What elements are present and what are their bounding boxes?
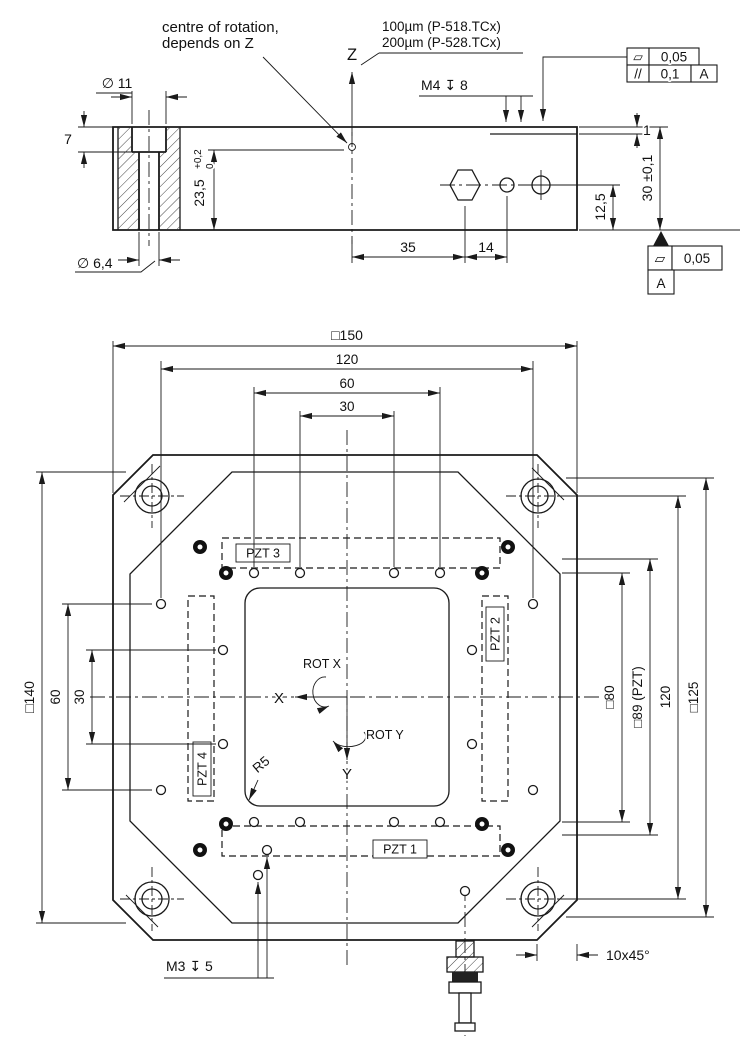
- centre-of-rotation-marker: [348, 143, 356, 151]
- ground-screw-symbol: [527, 170, 555, 200]
- rot-x-label: ROT X: [303, 657, 342, 671]
- r5-label: R5: [250, 753, 273, 776]
- corner-chamfer-lines: [123, 465, 565, 928]
- dim-text-14: 14: [478, 239, 494, 255]
- side-centrelines: [148, 110, 566, 246]
- centre-note-line1: centre of rotation,: [162, 19, 279, 36]
- dim-125: □125: [686, 682, 701, 713]
- dim-top-gap: 1: [579, 113, 668, 148]
- dim-through-dia: ∅ 6,4: [75, 232, 180, 273]
- side-hole: [499, 177, 515, 193]
- travel-note-2: 200µm (P-528.TCx): [382, 35, 501, 50]
- connector: [446, 940, 484, 1032]
- outer-body-outline: [112, 454, 578, 941]
- dim-text-1: 1: [643, 122, 651, 138]
- centre-of-rotation-leader: [262, 56, 348, 144]
- dim-platform-height: 23,5 +0,2 0: [189, 147, 344, 230]
- chamfer-note: 10x45°: [606, 947, 650, 963]
- z-axis-label: Z: [347, 46, 357, 64]
- dim-140: □140: [21, 681, 37, 713]
- side-view: Z centre of rotation, depends on Z 100µm…: [62, 17, 740, 295]
- rot-x-arrow: [312, 676, 330, 714]
- coordinate-axes: X Y ROT X ROT Y: [272, 655, 406, 785]
- section-hatching: [117, 126, 181, 231]
- dim-60-top: 60: [339, 376, 354, 391]
- dim-connector-height: 12,5: [552, 184, 620, 230]
- cap-screws: [193, 540, 515, 857]
- pzt3-label: PZT 3: [246, 547, 280, 561]
- pzt4-label: PZT 4: [196, 752, 210, 786]
- dim-text-d64: ∅ 6,4: [77, 255, 113, 271]
- side-body-outline: [112, 126, 578, 231]
- dims-top: □150 120 60 30: [112, 325, 578, 598]
- plan-view: PZT 3 PZT 1 PZT 2 PZT 4: [19, 325, 714, 1036]
- dim-text-235: 23,5: [191, 179, 207, 206]
- dim-text-d11: ∅ 11: [102, 75, 133, 91]
- pzt2-label: PZT 2: [489, 617, 503, 651]
- dim-150: □150: [331, 327, 363, 343]
- fcf-top: ▱ 0,05 // 0,1 A: [539, 47, 718, 121]
- dim-tol-lower: 0: [205, 163, 216, 169]
- dim-counterbore-depth: 7: [62, 111, 136, 168]
- dims-left: □140 60 30: [19, 471, 216, 924]
- dim-text-35: 35: [400, 239, 416, 255]
- x-axis-label: X: [274, 690, 284, 707]
- dim-counterbore-dia: ∅ 11: [96, 73, 187, 124]
- y-axis-label: Y: [342, 766, 352, 783]
- m3-thread-note: M3 ↧ 5: [166, 958, 213, 974]
- dim-35-14: 35 14: [351, 196, 508, 263]
- dim-tol-upper: +0,2: [193, 149, 204, 169]
- rot-y-label: ROT Y: [366, 728, 404, 742]
- m4-thread-note: M4 ↧ 8: [421, 77, 468, 93]
- flatness-value: 0,05: [661, 50, 687, 65]
- dim-89: □89 (PZT): [630, 666, 645, 727]
- fcf-bottom: ▱ 0,05 A: [647, 231, 723, 295]
- flatness-value-bottom: 0,05: [684, 251, 710, 266]
- travel-note-leader: [360, 52, 523, 66]
- dim-text-125: 12,5: [592, 193, 608, 220]
- centre-note-line2: depends on Z: [162, 35, 254, 52]
- dim-30-left: 30: [72, 689, 87, 704]
- parallelism-value: 0,1: [661, 67, 680, 82]
- pzt-zones: PZT 3 PZT 1 PZT 2 PZT 4: [187, 537, 509, 859]
- pzt4-zone: [187, 595, 215, 802]
- hex-standoff: [449, 169, 481, 201]
- dim-80: □80: [602, 685, 617, 708]
- tapped-holes: [155, 567, 539, 897]
- dim-total-height: 30 ±0,1: [579, 127, 740, 231]
- pzt1-zone: [221, 825, 501, 857]
- pzt2-zone: [481, 595, 509, 802]
- dim-text-30: 30 ±0,1: [639, 154, 655, 201]
- parallelism-icon: //: [634, 67, 642, 82]
- flatness-icon: ▱: [633, 50, 643, 64]
- datum-label: A: [656, 276, 665, 291]
- rot-y-arrow: [332, 731, 367, 753]
- radius-callout: R5: [248, 752, 274, 801]
- platform-outline: [129, 471, 561, 924]
- pzt3-zone: [221, 537, 501, 569]
- flatness-icon-bottom: ▱: [655, 251, 666, 266]
- fcf-top-leader: [539, 56, 627, 121]
- parallelism-datum: A: [699, 67, 708, 82]
- mounting-hole: [120, 464, 184, 528]
- dim-120-top: 120: [336, 352, 359, 367]
- dim-120-right: 120: [658, 686, 673, 709]
- corner-mounting-holes: [120, 464, 570, 931]
- dims-right: □80 □89 (PZT) 120 □125: [558, 477, 714, 918]
- datum-triangle: [653, 231, 669, 246]
- m3-callout: M3 ↧ 5: [164, 857, 274, 979]
- mounting-hole: [120, 867, 184, 931]
- dim-text-7: 7: [64, 131, 72, 147]
- central-aperture: [244, 587, 450, 807]
- dim-60-left: 60: [48, 689, 63, 704]
- pzt1-label: PZT 1: [383, 843, 417, 857]
- travel-note-1: 100µm (P-518.TCx): [382, 19, 501, 34]
- dim-30-top: 30: [339, 399, 354, 414]
- chamfer-callout: 10x45°: [516, 944, 652, 965]
